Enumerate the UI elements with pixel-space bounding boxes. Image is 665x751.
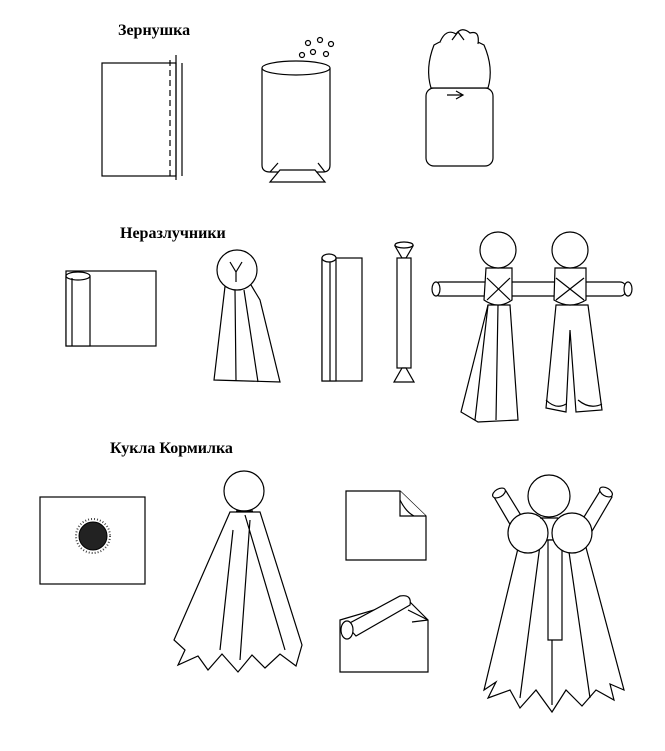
kormilka-step-5-finished-doll <box>483 474 625 714</box>
nerazluchniki-step-1-rolled-cloth <box>65 270 157 347</box>
nerazluchniki-step-3-rolled-tube <box>321 253 363 382</box>
section-title-kukla-kormilka: Кукла Кормилка <box>110 440 233 457</box>
nerazluchniki-step-4-tied-arm <box>392 241 416 383</box>
zernushka-step-3-tied-bag <box>425 29 494 167</box>
nerazluchniki-step-5-joined-dolls <box>431 231 633 423</box>
zernushka-step-2-bag-with-grain <box>261 36 335 183</box>
kormilka-step-1-cloth-with-filling <box>39 496 146 585</box>
nerazluchniki-step-2-head-cloth <box>213 249 281 383</box>
section-title-nerazluchniki: Неразлучники <box>120 225 226 242</box>
kormilka-step-4-rolled-square <box>339 595 429 673</box>
zernushka-step-1-folded-cloth <box>101 55 183 180</box>
kormilka-step-3-folded-square <box>345 490 427 561</box>
section-title-zernushka: Зернушка <box>118 22 191 39</box>
kormilka-step-2-draped-cloth <box>173 470 303 673</box>
